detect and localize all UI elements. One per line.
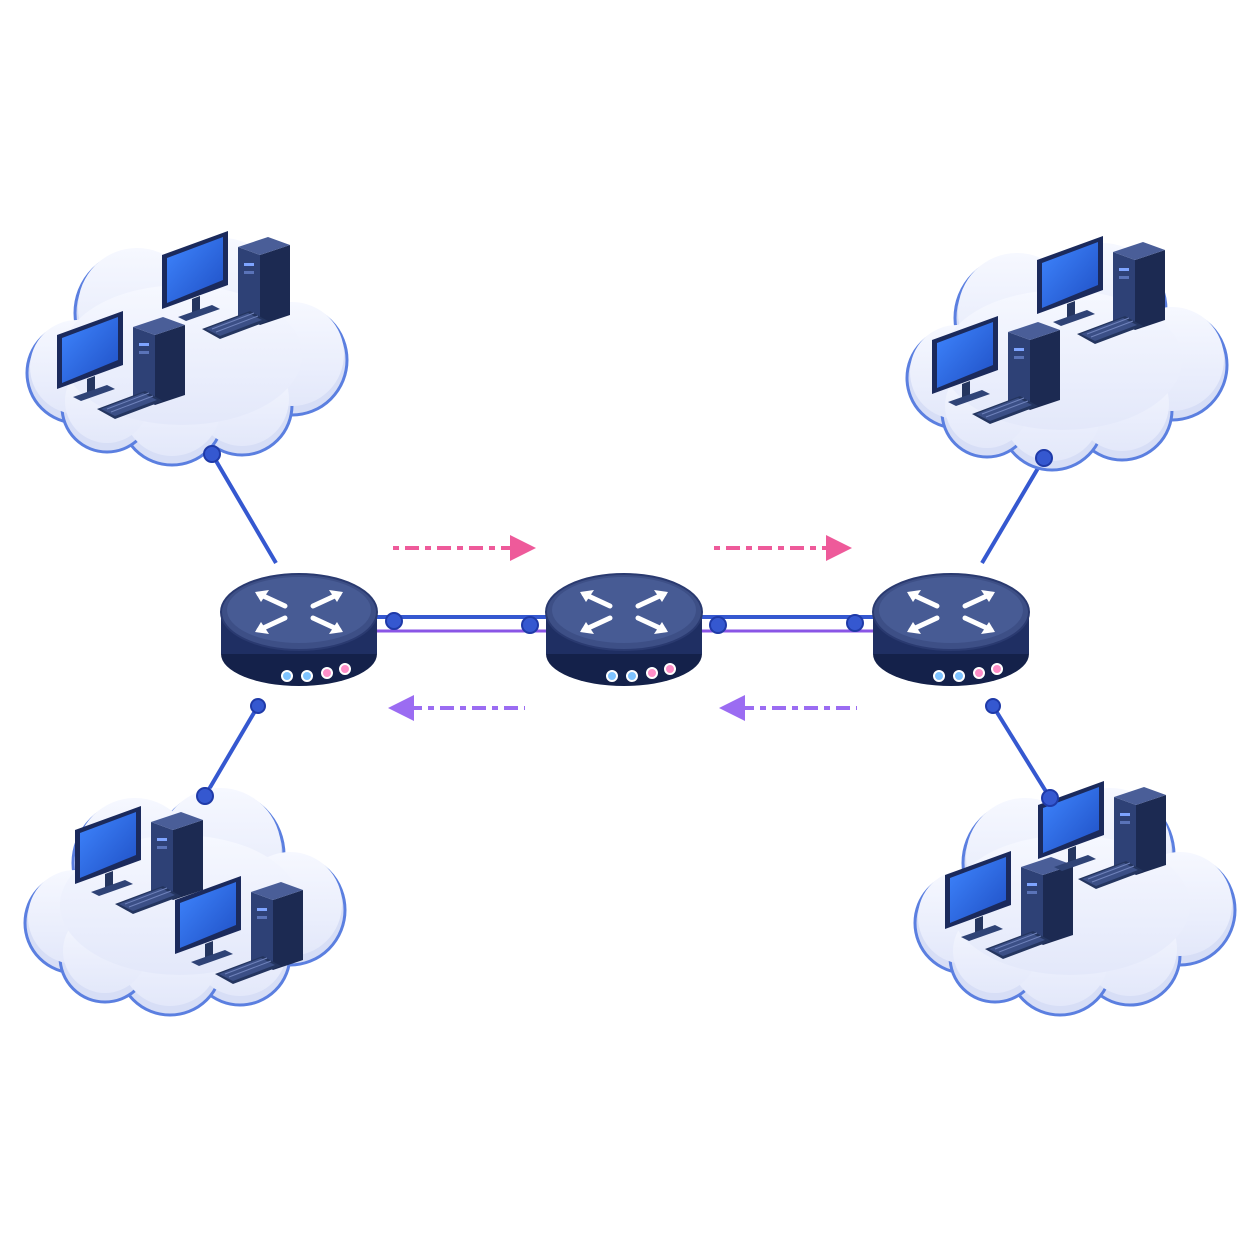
links	[203, 452, 1052, 800]
cloud-bottom-left	[23, 786, 347, 1017]
inbound-arrow-right	[719, 695, 857, 721]
link-router-left-center	[376, 615, 548, 633]
status-leds	[281, 663, 351, 682]
link-top-right	[980, 456, 1046, 565]
connector-dots	[196, 445, 1059, 807]
cloud-top-left	[25, 230, 349, 467]
status-leds	[606, 663, 676, 682]
cloud-top-right	[905, 235, 1229, 472]
router-center[interactable]	[546, 574, 702, 686]
inbound-arrow-left	[388, 695, 525, 721]
router-left[interactable]	[221, 574, 377, 686]
link-top-left	[210, 452, 278, 565]
cloud-bottom-right	[913, 780, 1237, 1017]
link-bottom-left	[203, 704, 260, 798]
link-router-center-right	[700, 615, 874, 633]
status-leds	[933, 663, 1003, 682]
outbound-arrow-right	[714, 535, 852, 561]
router-right[interactable]	[873, 574, 1029, 686]
outbound-arrow-left	[393, 535, 536, 561]
link-bottom-right	[991, 704, 1052, 800]
